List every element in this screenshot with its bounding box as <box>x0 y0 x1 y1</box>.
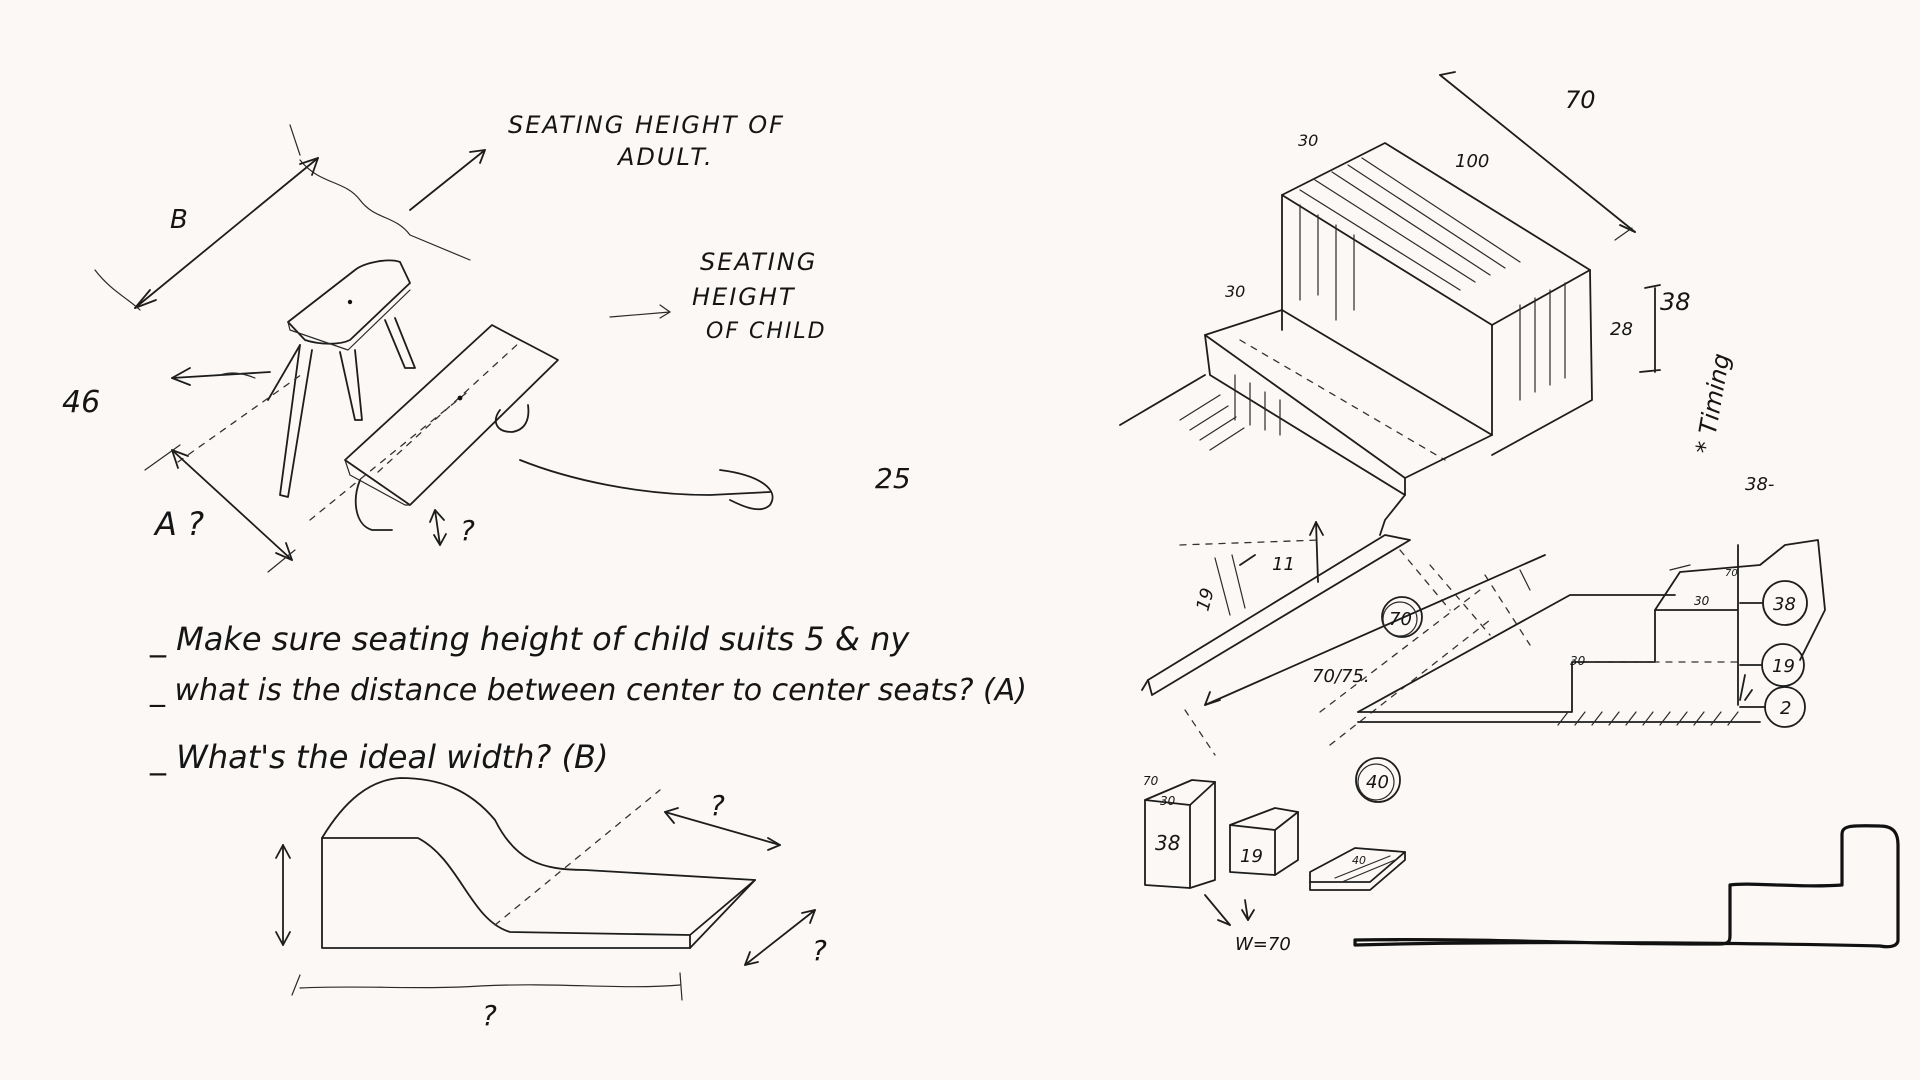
note-child-seating: _ Make sure seating height of child suit… <box>149 620 910 658</box>
block-70-label: 70 <box>1143 774 1159 788</box>
bench-seat <box>344 324 559 506</box>
stool-bench-sketch <box>94 124 774 573</box>
dimension-25-label: 25 <box>875 462 911 495</box>
block-2 <box>1309 847 1406 883</box>
dim-100: 100 <box>1455 151 1489 172</box>
lounger-depth-question: ? <box>812 934 827 967</box>
dim-30-step: 30 <box>1694 594 1710 608</box>
block-40-label: 40 <box>1352 854 1366 867</box>
dim-70-75: 70/75. <box>1312 666 1370 687</box>
block-30-label: 30 <box>1160 794 1176 808</box>
circled-40: 40 <box>1366 772 1389 793</box>
dim-28: 28 <box>1610 319 1633 340</box>
child-seat-note-line2: HEIGHT <box>692 283 796 311</box>
dim-30-top: 30 <box>1298 131 1318 150</box>
dim-11: 11 <box>1272 554 1295 575</box>
lounger-sketch <box>275 777 816 1001</box>
dim-19-side: 19 <box>1193 586 1219 614</box>
circled-70: 70 <box>1389 609 1412 630</box>
dim-30-step2: 30 <box>1570 654 1586 668</box>
dim-38-side: 38 <box>1660 288 1691 316</box>
block-38-label: 38 <box>1155 831 1180 855</box>
profile-outline <box>1353 824 1900 949</box>
bench-height-question: ? <box>460 514 475 547</box>
adult-height-guide <box>299 159 471 261</box>
dimension-46-label: 46 <box>62 385 100 420</box>
lounger-outline <box>321 777 756 949</box>
circled-19: 19 <box>1772 656 1795 677</box>
child-seat-note-line3: OF CHILD <box>706 319 827 344</box>
child-seat-note-line1: SEATING <box>700 248 817 276</box>
circled-2: 2 <box>1780 698 1791 719</box>
stepped-section-sketch <box>1319 539 1826 746</box>
lounger-top-question: ? <box>710 789 725 822</box>
note-ideal-width: _ What's the ideal width? (B) <box>149 738 608 776</box>
block-38 <box>1144 779 1216 889</box>
dim-70-top: 70 <box>1565 86 1596 114</box>
timing-note: * Timing <box>1690 351 1735 456</box>
block-19-label: 19 <box>1240 846 1263 867</box>
block-modules-sketch <box>1144 779 1900 949</box>
section-profile <box>1357 544 1739 713</box>
top-block <box>1281 142 1591 326</box>
dimension-a-label: A ? <box>153 505 204 543</box>
dim-70-step: 70 <box>1725 568 1738 579</box>
dimension-b-line <box>134 157 319 309</box>
stepped-seating-sketch <box>1119 71 1661 756</box>
stool-seat <box>287 259 411 345</box>
circled-38: 38 <box>1773 594 1796 615</box>
block-19 <box>1229 807 1299 876</box>
lounger-width-question: ? <box>482 999 497 1032</box>
curved-arrow <box>519 459 771 496</box>
adult-seat-note-line2: ADULT. <box>616 143 714 171</box>
dim-30-mid: 30 <box>1225 282 1245 301</box>
adult-seat-note-line1: SEATING HEIGHT OF <box>508 111 785 139</box>
dim-38-dash: 38- <box>1745 474 1774 495</box>
dimension-b-label: B <box>170 205 188 235</box>
note-center-distance: _ what is the distance between center to… <box>149 673 1027 708</box>
w70-label: W=70 <box>1235 934 1291 955</box>
dimension-a-line <box>171 449 293 561</box>
